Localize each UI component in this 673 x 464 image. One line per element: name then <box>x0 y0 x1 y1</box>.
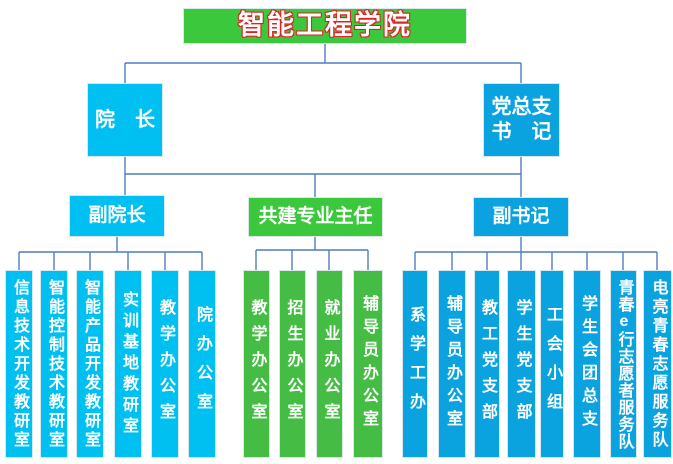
org-column-staff-party-branch: 教工党支部 <box>474 270 500 458</box>
org-column-union-group: 工会小组 <box>540 270 564 458</box>
org-column-employment-office: 就业办公室 <box>316 270 343 458</box>
node-dean: 院 长 <box>87 83 163 157</box>
org-column-intelligent-product-office: 智能产品开发教研室 <box>76 270 104 458</box>
org-column-counselor-office-green: 辅导员办公室 <box>353 270 383 458</box>
org-column-student-party-branch: 学生党支部 <box>507 270 536 458</box>
node-party-general-branch-secretary: 党总支 书 记 <box>483 83 560 157</box>
org-column-joint-teaching-office: 教学办公室 <box>243 270 270 458</box>
org-column-info-tech-dev-office: 信息技术开发教研室 <box>5 270 33 458</box>
party-secretary-line2: 书 记 <box>491 121 552 143</box>
org-column-intelligent-control-office: 智能控制技术教研室 <box>40 270 68 458</box>
org-column-admissions-office: 招生办公室 <box>279 270 306 458</box>
node-joint-major-director: 共建专业主任 <box>248 197 383 237</box>
party-secretary-line1: 党总支 <box>491 96 552 118</box>
page-title: 智能工程学院 <box>183 8 467 44</box>
org-column-teaching-office: 教学办公室 <box>151 270 179 458</box>
org-column-student-affairs-office: 系学工办 <box>402 270 428 458</box>
org-column-counselor-office-blue: 辅导员办公室 <box>438 270 466 458</box>
org-column-youth-e-volunteer-team: 青春e行志愿者服务队 <box>610 270 637 458</box>
org-column-dianliang-volunteer-team: 电亮青春志愿服务队 <box>643 270 672 458</box>
org-column-college-office: 院办公室 <box>188 270 216 458</box>
org-column-student-union-league: 学生会团总支 <box>573 270 601 458</box>
org-column-training-base-office: 实训基地教研室 <box>114 270 142 458</box>
node-deputy-secretary: 副书记 <box>473 197 569 237</box>
node-vice-dean: 副院长 <box>69 195 165 237</box>
